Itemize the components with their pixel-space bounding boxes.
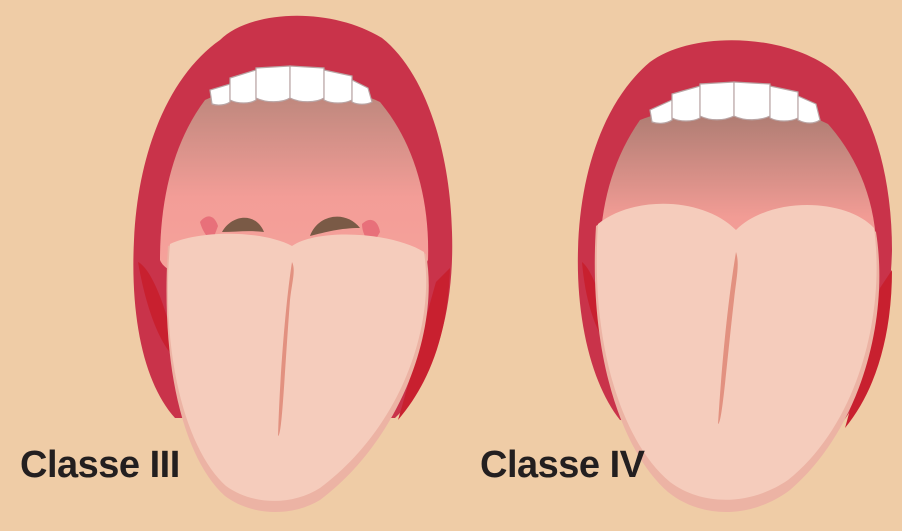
tongue bbox=[168, 234, 426, 501]
classe-iii-label: Classe III bbox=[20, 444, 180, 487]
mouth-classe-iii bbox=[133, 16, 452, 512]
mouth-classe-iv bbox=[578, 40, 892, 512]
classe-iv-label: Classe IV bbox=[480, 444, 645, 487]
